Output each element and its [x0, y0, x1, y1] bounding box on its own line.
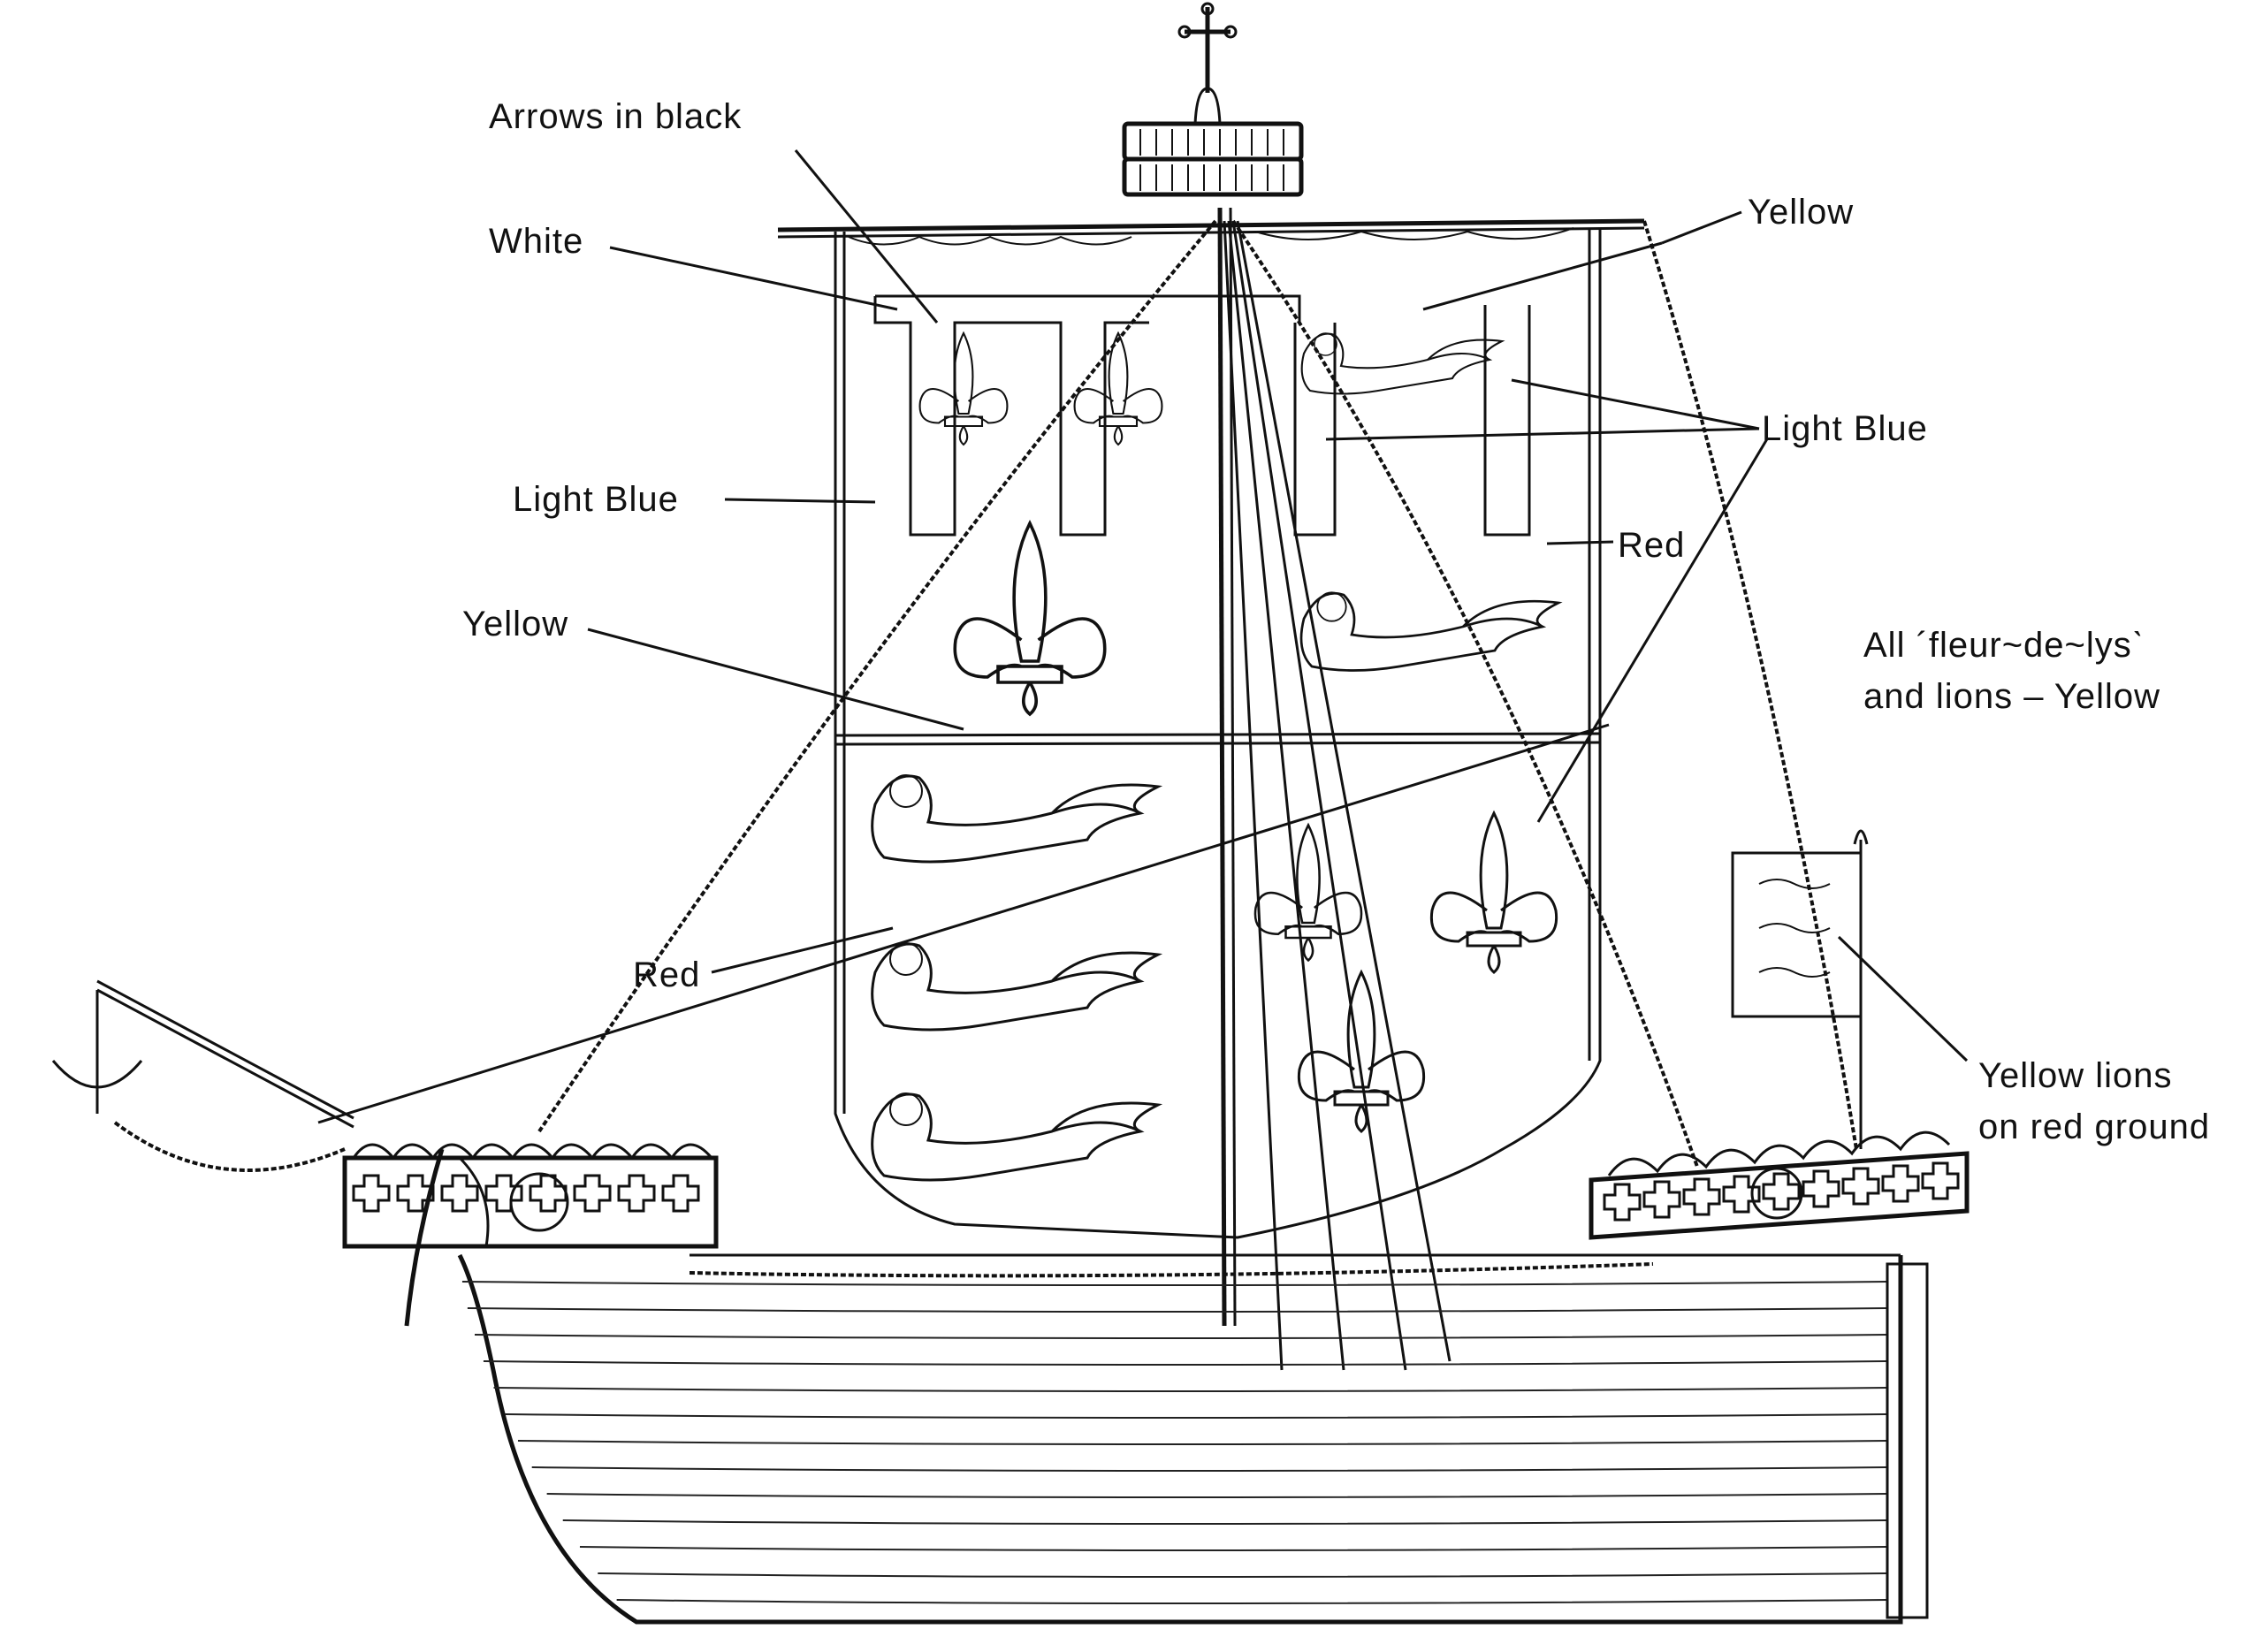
- mast: [1217, 207, 1227, 1327]
- cross-ornament: [440, 1174, 479, 1213]
- sail: [834, 228, 1602, 1239]
- lion: [871, 774, 1163, 864]
- cross-ornament: [1762, 1172, 1801, 1211]
- lion: [871, 942, 1163, 1032]
- label-all-fleur-de-lys: All ´fleur~de~lysˋ: [1863, 626, 2145, 665]
- cross-ornament: [617, 1174, 656, 1213]
- lion: [871, 1092, 1163, 1182]
- label-on-red-ground: on red ground: [1978, 1108, 2211, 1146]
- label-yellow-lions: Yellow lions: [1978, 1056, 2173, 1095]
- hull-plank: [505, 1413, 1888, 1419]
- hull: [457, 1253, 1929, 1625]
- masthead-cross: [1177, 2, 1238, 125]
- cross-ornament: [661, 1174, 700, 1213]
- fleur-de-lys: [918, 331, 1009, 446]
- hull-plank: [467, 1307, 1888, 1313]
- label-arrows-in-black: Arrows in black: [489, 97, 743, 136]
- cross-ornament: [352, 1174, 391, 1213]
- cross-ornament: [1841, 1167, 1880, 1206]
- cross-ornament: [1642, 1180, 1681, 1219]
- cross-ornament: [1722, 1175, 1761, 1214]
- label-light-blue-right: Light Blue: [1762, 409, 1928, 448]
- hull-plank: [483, 1360, 1888, 1366]
- forecastle: [342, 1143, 719, 1249]
- hull-plank: [616, 1599, 1888, 1604]
- cross-ornament: [1881, 1164, 1920, 1203]
- lion: [1299, 591, 1563, 672]
- fleur-de-lys: [953, 519, 1107, 717]
- fleur-de-lys: [1297, 969, 1426, 1133]
- crows-nest: [1122, 121, 1304, 197]
- hull-plank: [562, 1519, 1888, 1525]
- label-red-right: Red: [1618, 526, 1686, 565]
- cross-ornament: [484, 1174, 523, 1213]
- label-yellow-top: Yellow: [1748, 193, 1855, 232]
- label-red-left: Red: [633, 955, 701, 994]
- sterncastle: [1589, 1131, 1970, 1240]
- fleur-de-lys: [1073, 331, 1163, 446]
- hull-plank: [598, 1572, 1888, 1578]
- hull-plank: [517, 1440, 1888, 1445]
- lion: [1300, 332, 1505, 395]
- hull-plank: [493, 1387, 1888, 1392]
- anchor: [51, 990, 490, 1327]
- cross-ornament: [573, 1174, 612, 1213]
- hull-plank: [579, 1546, 1888, 1551]
- hull-plank: [461, 1281, 1888, 1286]
- cross-ornament: [1921, 1161, 1960, 1200]
- fleur-de-lys: [1429, 810, 1558, 974]
- yard: [777, 218, 1645, 246]
- cross-ornament: [1682, 1177, 1721, 1216]
- label-light-blue-left: Light Blue: [513, 480, 679, 519]
- cross-ornament: [396, 1174, 435, 1213]
- hull-plank: [546, 1493, 1888, 1498]
- cross-ornament: [1802, 1169, 1840, 1208]
- cross-ornament: [1603, 1183, 1642, 1222]
- label-and-lions-yellow: and lions – Yellow: [1863, 677, 2161, 716]
- hull-plank: [531, 1466, 1888, 1472]
- fleur-de-lys: [1253, 822, 1363, 963]
- cross-ornament: [529, 1174, 568, 1213]
- label-yellow-left: Yellow: [462, 605, 569, 643]
- label-white: White: [489, 222, 584, 261]
- hull-plank: [474, 1334, 1888, 1339]
